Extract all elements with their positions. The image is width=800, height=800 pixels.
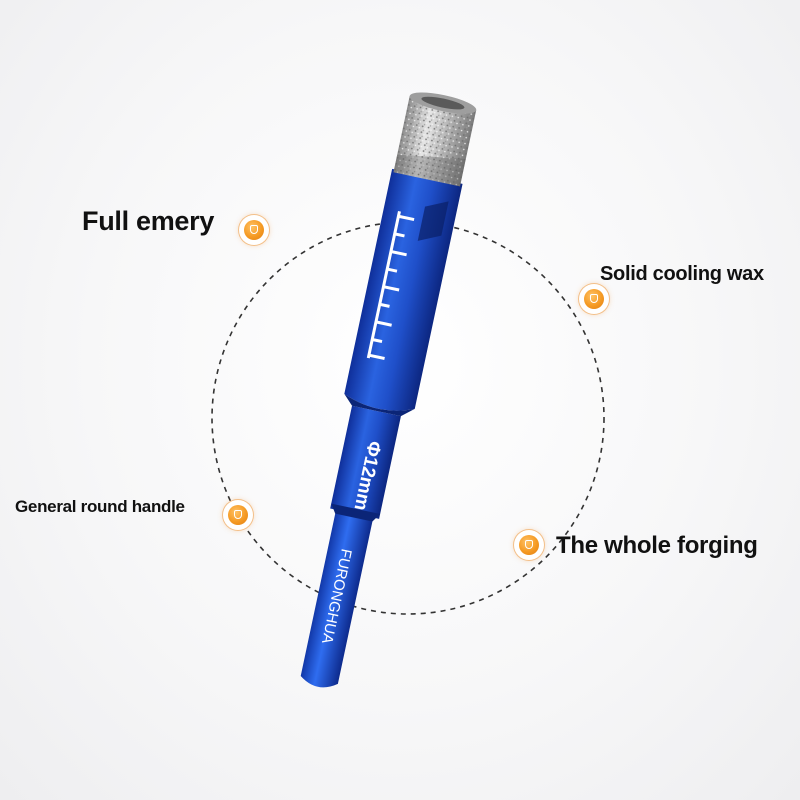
orange-medal-icon xyxy=(514,530,544,560)
callout-solid-cooling-wax: Solid cooling wax xyxy=(600,263,764,285)
callout-whole-forging: The whole forging xyxy=(556,532,758,559)
callout-full-emery: Full emery xyxy=(82,206,215,236)
scale-markings xyxy=(366,211,415,360)
drill-bit xyxy=(300,92,477,688)
drill-middle-step xyxy=(330,405,401,519)
orange-medal-icon xyxy=(223,500,253,530)
callout-general-round-handle: General round handle xyxy=(15,497,185,516)
drill-shank xyxy=(300,509,374,688)
orange-medal-icon xyxy=(239,215,269,245)
orange-medal-icon xyxy=(579,284,609,314)
